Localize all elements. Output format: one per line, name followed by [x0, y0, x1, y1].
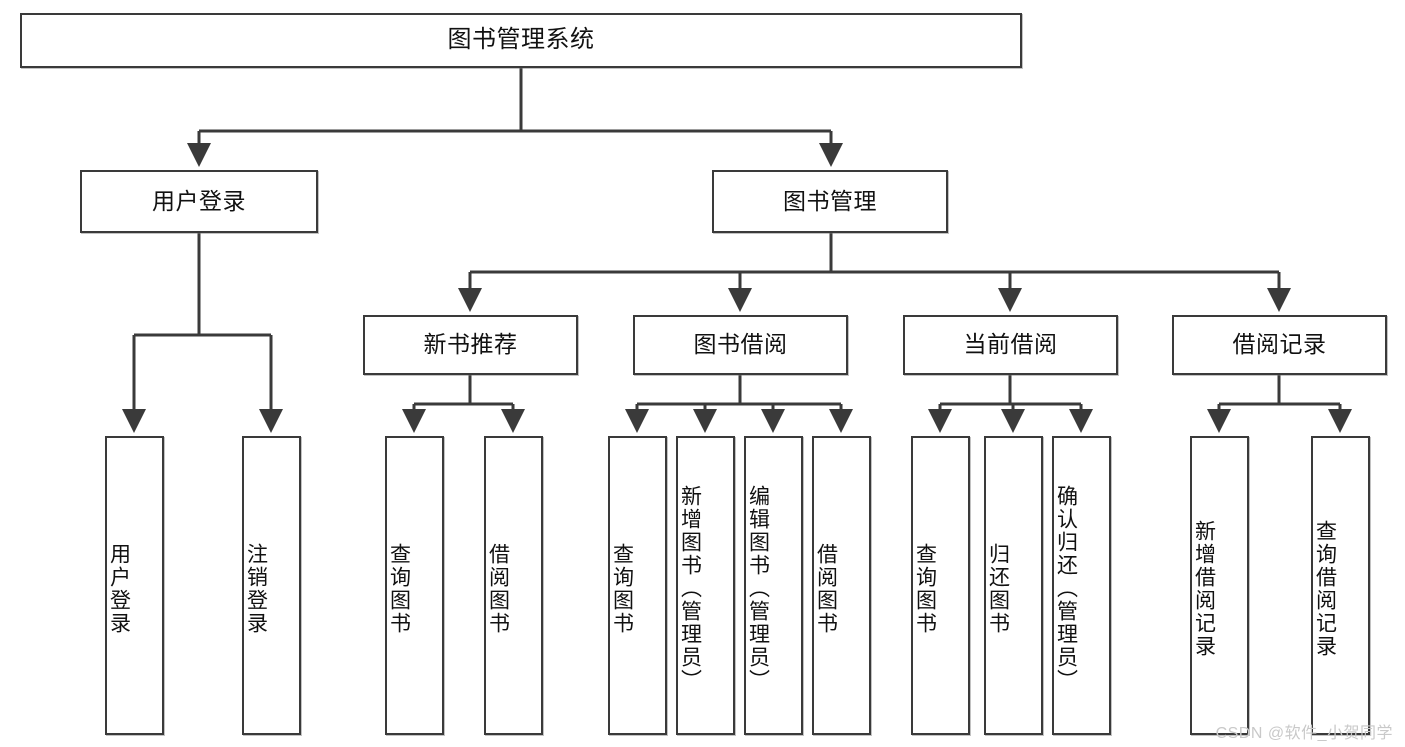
leaf-query-book-borrow[interactable]: 查询图书 — [608, 436, 667, 735]
node-user-login[interactable]: 用户登录 — [80, 170, 318, 233]
leaf-query-book-recommend-label: 查询图书 — [387, 542, 411, 635]
leaf-query-book-recommend[interactable]: 查询图书 — [385, 436, 444, 735]
node-borrow-record[interactable]: 借阅记录 — [1172, 315, 1387, 375]
node-borrow-record-label: 借阅记录 — [1232, 331, 1327, 358]
leaf-return-book[interactable]: 归还图书 — [984, 436, 1043, 735]
leaf-add-book-admin-label: 新增图书（管理员） — [678, 485, 702, 692]
node-root-label: 图书管理系统 — [447, 26, 595, 54]
node-book-management-label: 图书管理 — [783, 187, 877, 214]
leaf-query-borrow-record[interactable]: 查询借阅记录 — [1311, 436, 1370, 735]
node-new-book-recommend[interactable]: 新书推荐 — [363, 315, 578, 375]
leaf-query-book-current-label: 查询图书 — [913, 542, 937, 635]
leaf-edit-book-admin[interactable]: 编辑图书（管理员） — [744, 436, 803, 735]
leaf-user-login-label: 用户登录 — [107, 542, 131, 635]
node-new-book-recommend-label: 新书推荐 — [423, 331, 518, 358]
node-root[interactable]: 图书管理系统 — [20, 13, 1022, 68]
node-current-borrow[interactable]: 当前借阅 — [903, 315, 1118, 375]
leaf-confirm-return-admin[interactable]: 确认归还（管理员） — [1052, 436, 1111, 735]
leaf-add-book-admin[interactable]: 新增图书（管理员） — [676, 436, 735, 735]
leaf-query-book-borrow-label: 查询图书 — [610, 542, 634, 635]
leaf-borrow-book-recommend[interactable]: 借阅图书 — [484, 436, 543, 735]
leaf-borrow-book-label: 借阅图书 — [814, 542, 838, 635]
leaf-borrow-book-recommend-label: 借阅图书 — [486, 542, 510, 635]
node-book-management[interactable]: 图书管理 — [712, 170, 948, 233]
leaf-query-borrow-record-label: 查询借阅记录 — [1313, 519, 1337, 658]
leaf-confirm-return-admin-label: 确认归还（管理员） — [1054, 485, 1078, 692]
node-book-borrow-label: 图书借阅 — [693, 331, 788, 358]
node-user-login-label: 用户登录 — [152, 187, 246, 214]
leaf-add-borrow-record-label: 新增借阅记录 — [1192, 519, 1216, 658]
leaf-logout[interactable]: 注销登录 — [242, 436, 301, 735]
leaf-query-book-current[interactable]: 查询图书 — [911, 436, 970, 735]
node-book-borrow[interactable]: 图书借阅 — [633, 315, 848, 375]
node-current-borrow-label: 当前借阅 — [963, 331, 1058, 358]
leaf-return-book-label: 归还图书 — [986, 542, 1010, 635]
csdn-watermark: CSDN @软件_小贺同学 — [1215, 725, 1393, 742]
leaf-edit-book-admin-label: 编辑图书（管理员） — [746, 485, 770, 692]
leaf-borrow-book[interactable]: 借阅图书 — [812, 436, 871, 735]
leaf-logout-label: 注销登录 — [244, 542, 268, 635]
leaf-user-login[interactable]: 用户登录 — [105, 436, 164, 735]
leaf-add-borrow-record[interactable]: 新增借阅记录 — [1190, 436, 1249, 735]
